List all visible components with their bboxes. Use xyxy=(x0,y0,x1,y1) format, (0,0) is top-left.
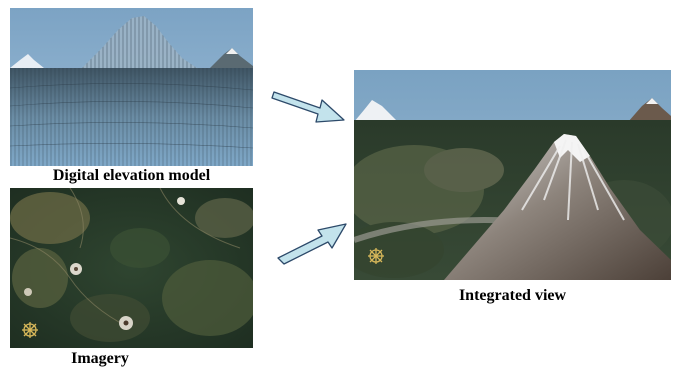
arrow-right-up-icon xyxy=(277,223,347,265)
imagery-caption: Imagery xyxy=(71,350,129,367)
dem-panel xyxy=(10,8,253,166)
compass-rose-icon xyxy=(368,248,384,264)
compass-rose-icon xyxy=(22,322,38,338)
dem-wireframe-image xyxy=(10,8,253,166)
integrated-view-caption: Integrated view xyxy=(458,287,567,304)
imagery-panel xyxy=(10,188,253,348)
integrated-view-panel xyxy=(354,70,671,280)
satellite-imagery-image xyxy=(10,188,253,348)
dem-caption: Digital elevation model xyxy=(52,167,211,184)
arrow-right-down-icon xyxy=(271,91,345,123)
integrated-3d-view-image xyxy=(354,70,671,280)
